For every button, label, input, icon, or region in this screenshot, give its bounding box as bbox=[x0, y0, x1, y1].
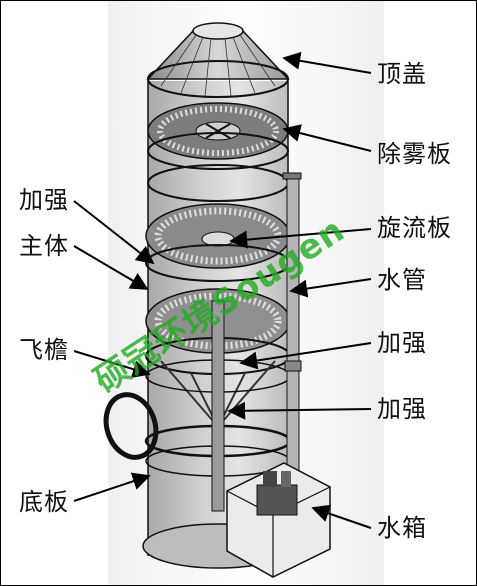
label-bottom-plate: 底板 bbox=[19, 488, 69, 516]
label-water-tank: 水箱 bbox=[377, 514, 427, 542]
inlet-ring bbox=[103, 392, 159, 460]
label-reinforce-2: 加强 bbox=[377, 329, 427, 357]
label-top-cover: 顶盖 bbox=[377, 60, 427, 88]
leader-lines bbox=[73, 51, 372, 529]
top-cover bbox=[146, 22, 290, 98]
water-tank bbox=[226, 462, 331, 578]
label-reinforce-3: 加强 bbox=[377, 395, 427, 423]
label-eave: 飞檐 bbox=[19, 336, 69, 364]
label-water-pipe: 水管 bbox=[377, 266, 427, 294]
label-swirl-plate: 旋流板 bbox=[377, 214, 452, 242]
label-body: 主体 bbox=[19, 232, 69, 260]
label-reinforce-1: 加强 bbox=[19, 186, 69, 214]
label-demister: 除雾板 bbox=[377, 140, 452, 168]
center-shaft bbox=[211, 300, 225, 512]
